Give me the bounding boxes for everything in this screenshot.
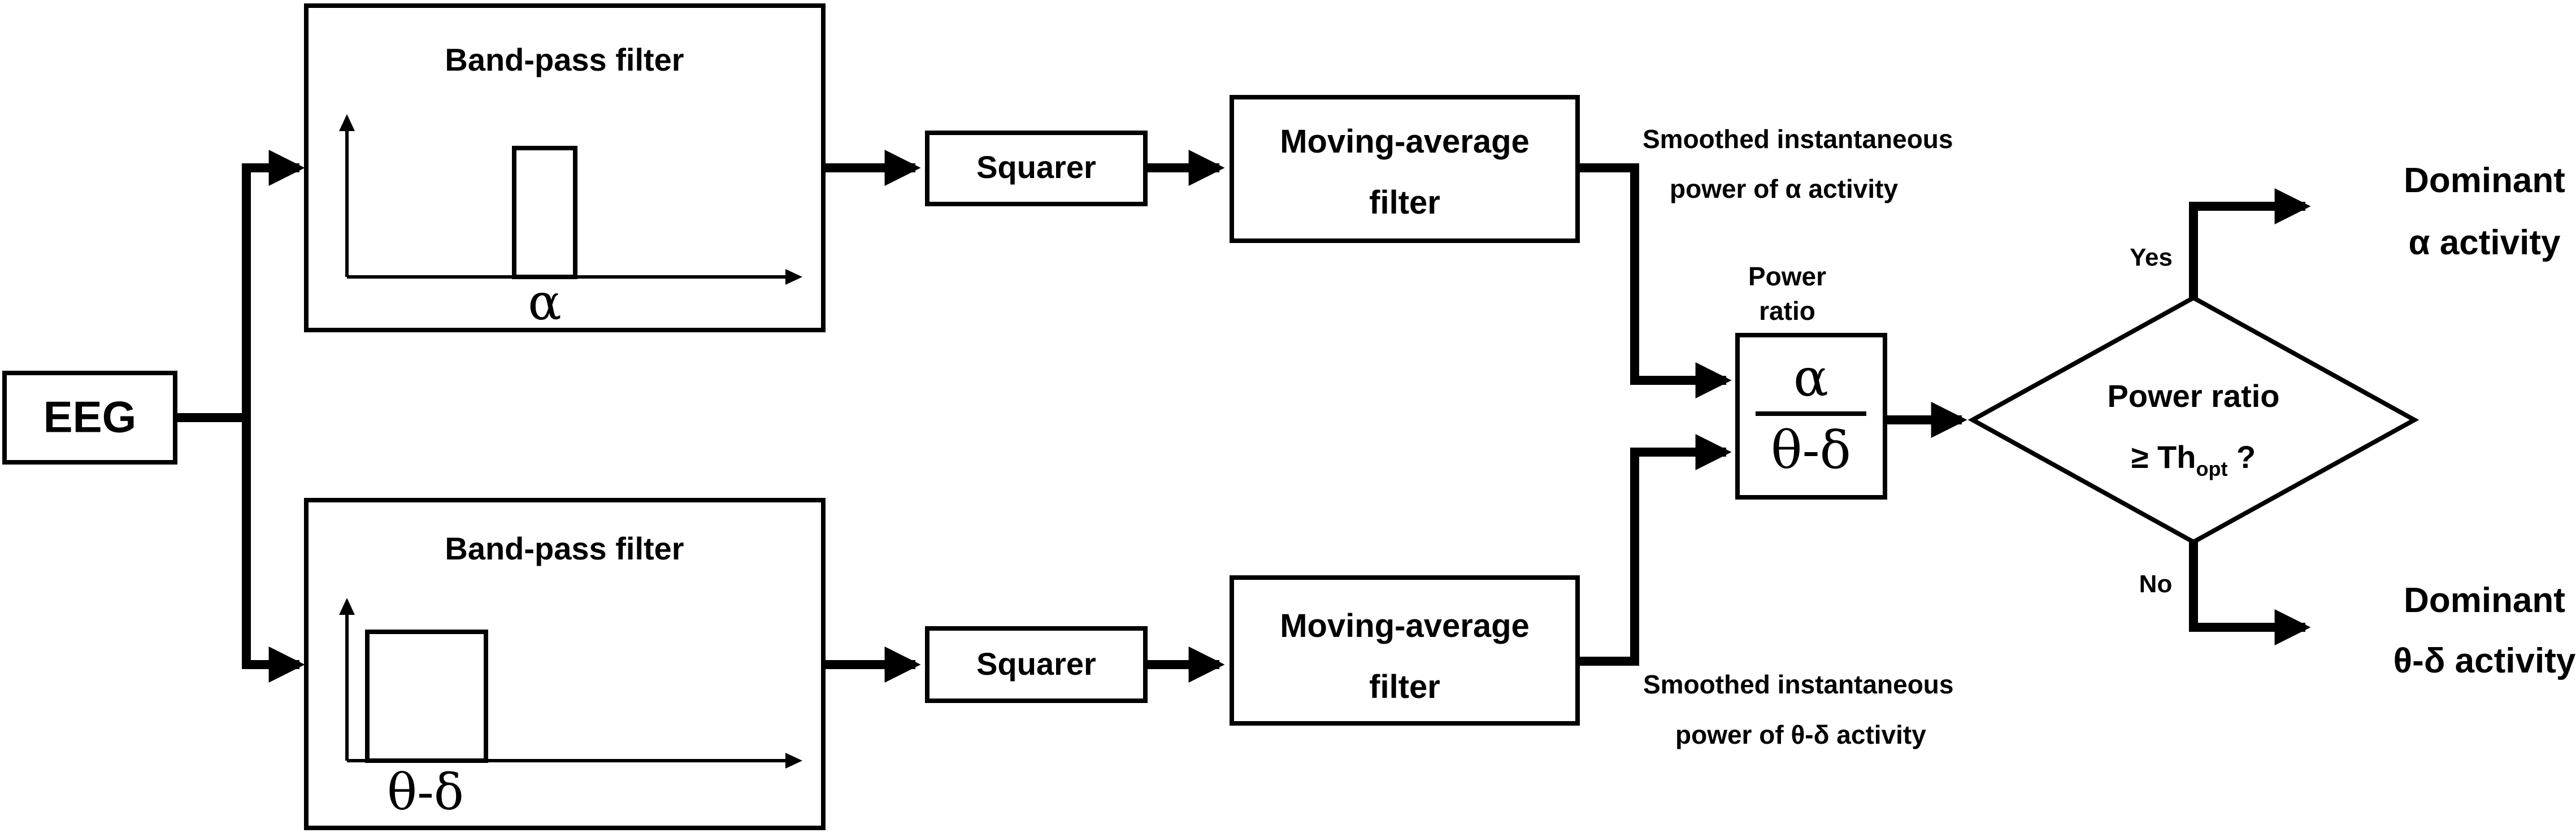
alpha-passband [512, 146, 577, 279]
alpha-output-caption-line1: Smoothed instantaneous [1643, 124, 1953, 154]
eeg-to-theta-wire [242, 418, 305, 683]
power-ratio-caption-line1: Power [1748, 262, 1826, 291]
yes-branch-wire [2189, 188, 2311, 298]
theta-ma-line1: Moving-average [1280, 608, 1530, 644]
no-label: No [2139, 570, 2173, 598]
decision-line2: ≥ Thopt ? [2131, 439, 2256, 480]
power-ratio-denominator: θ-δ [1771, 420, 1851, 480]
alpha-squarer-label: Squarer [976, 149, 1096, 185]
alpha-moving-average-box [1230, 95, 1580, 243]
alpha-ma-line2: filter [1369, 184, 1440, 221]
power-ratio-caption-line2: ratio [1759, 296, 1815, 326]
decision-line1: Power ratio [2108, 378, 2280, 414]
dominant-alpha-line2: α activity [2408, 223, 2561, 262]
alpha-squarer-box [925, 131, 1148, 206]
theta-filter-x-axis-arrow [785, 753, 802, 769]
alpha-bandpass-filter-title: Band-pass filter [445, 42, 684, 77]
alpha-filter-x-axis-arrow [785, 269, 802, 285]
eeg-label: EEG [44, 392, 137, 442]
theta-output-caption-line1: Smoothed instantaneous [1643, 670, 1953, 699]
yes-label: Yes [2130, 244, 2173, 271]
decision-diamond [1967, 295, 2419, 545]
dominant-theta-line1: Dominant [2404, 581, 2565, 620]
no-branch-wire [2189, 542, 2311, 645]
alpha-filter-y-axis-arrow [339, 114, 355, 131]
dominant-theta-line2: θ-δ activity [2393, 641, 2576, 680]
power-ratio-numerator: α [1793, 348, 1828, 408]
eeg-to-alpha-wire [175, 150, 305, 422]
theta-squarer-label: Squarer [976, 646, 1096, 682]
alpha-output-caption-line2: power of α activity [1670, 174, 1898, 203]
theta-delta-band-symbol: θ-δ [387, 763, 464, 821]
theta-filter-y-axis-arrow [339, 598, 355, 615]
dominant-alpha-line1: Dominant [2404, 161, 2565, 200]
eeg-box [2, 371, 177, 465]
theta-squarer-box [925, 626, 1148, 703]
alpha-band-symbol: α [528, 273, 561, 331]
alpha-ma-to-ratio-wire [1578, 163, 1732, 398]
theta-moving-average-box [1230, 575, 1580, 726]
theta-output-caption-line2: power of θ-δ activity [1675, 720, 1926, 749]
theta-bandpass-filter-title: Band-pass filter [445, 531, 684, 566]
alpha-ma-line1: Moving-average [1280, 123, 1530, 160]
theta-delta-passband [365, 630, 488, 763]
theta-ma-line2: filter [1369, 669, 1440, 705]
theta-ma-to-ratio-wire [1578, 434, 1732, 666]
